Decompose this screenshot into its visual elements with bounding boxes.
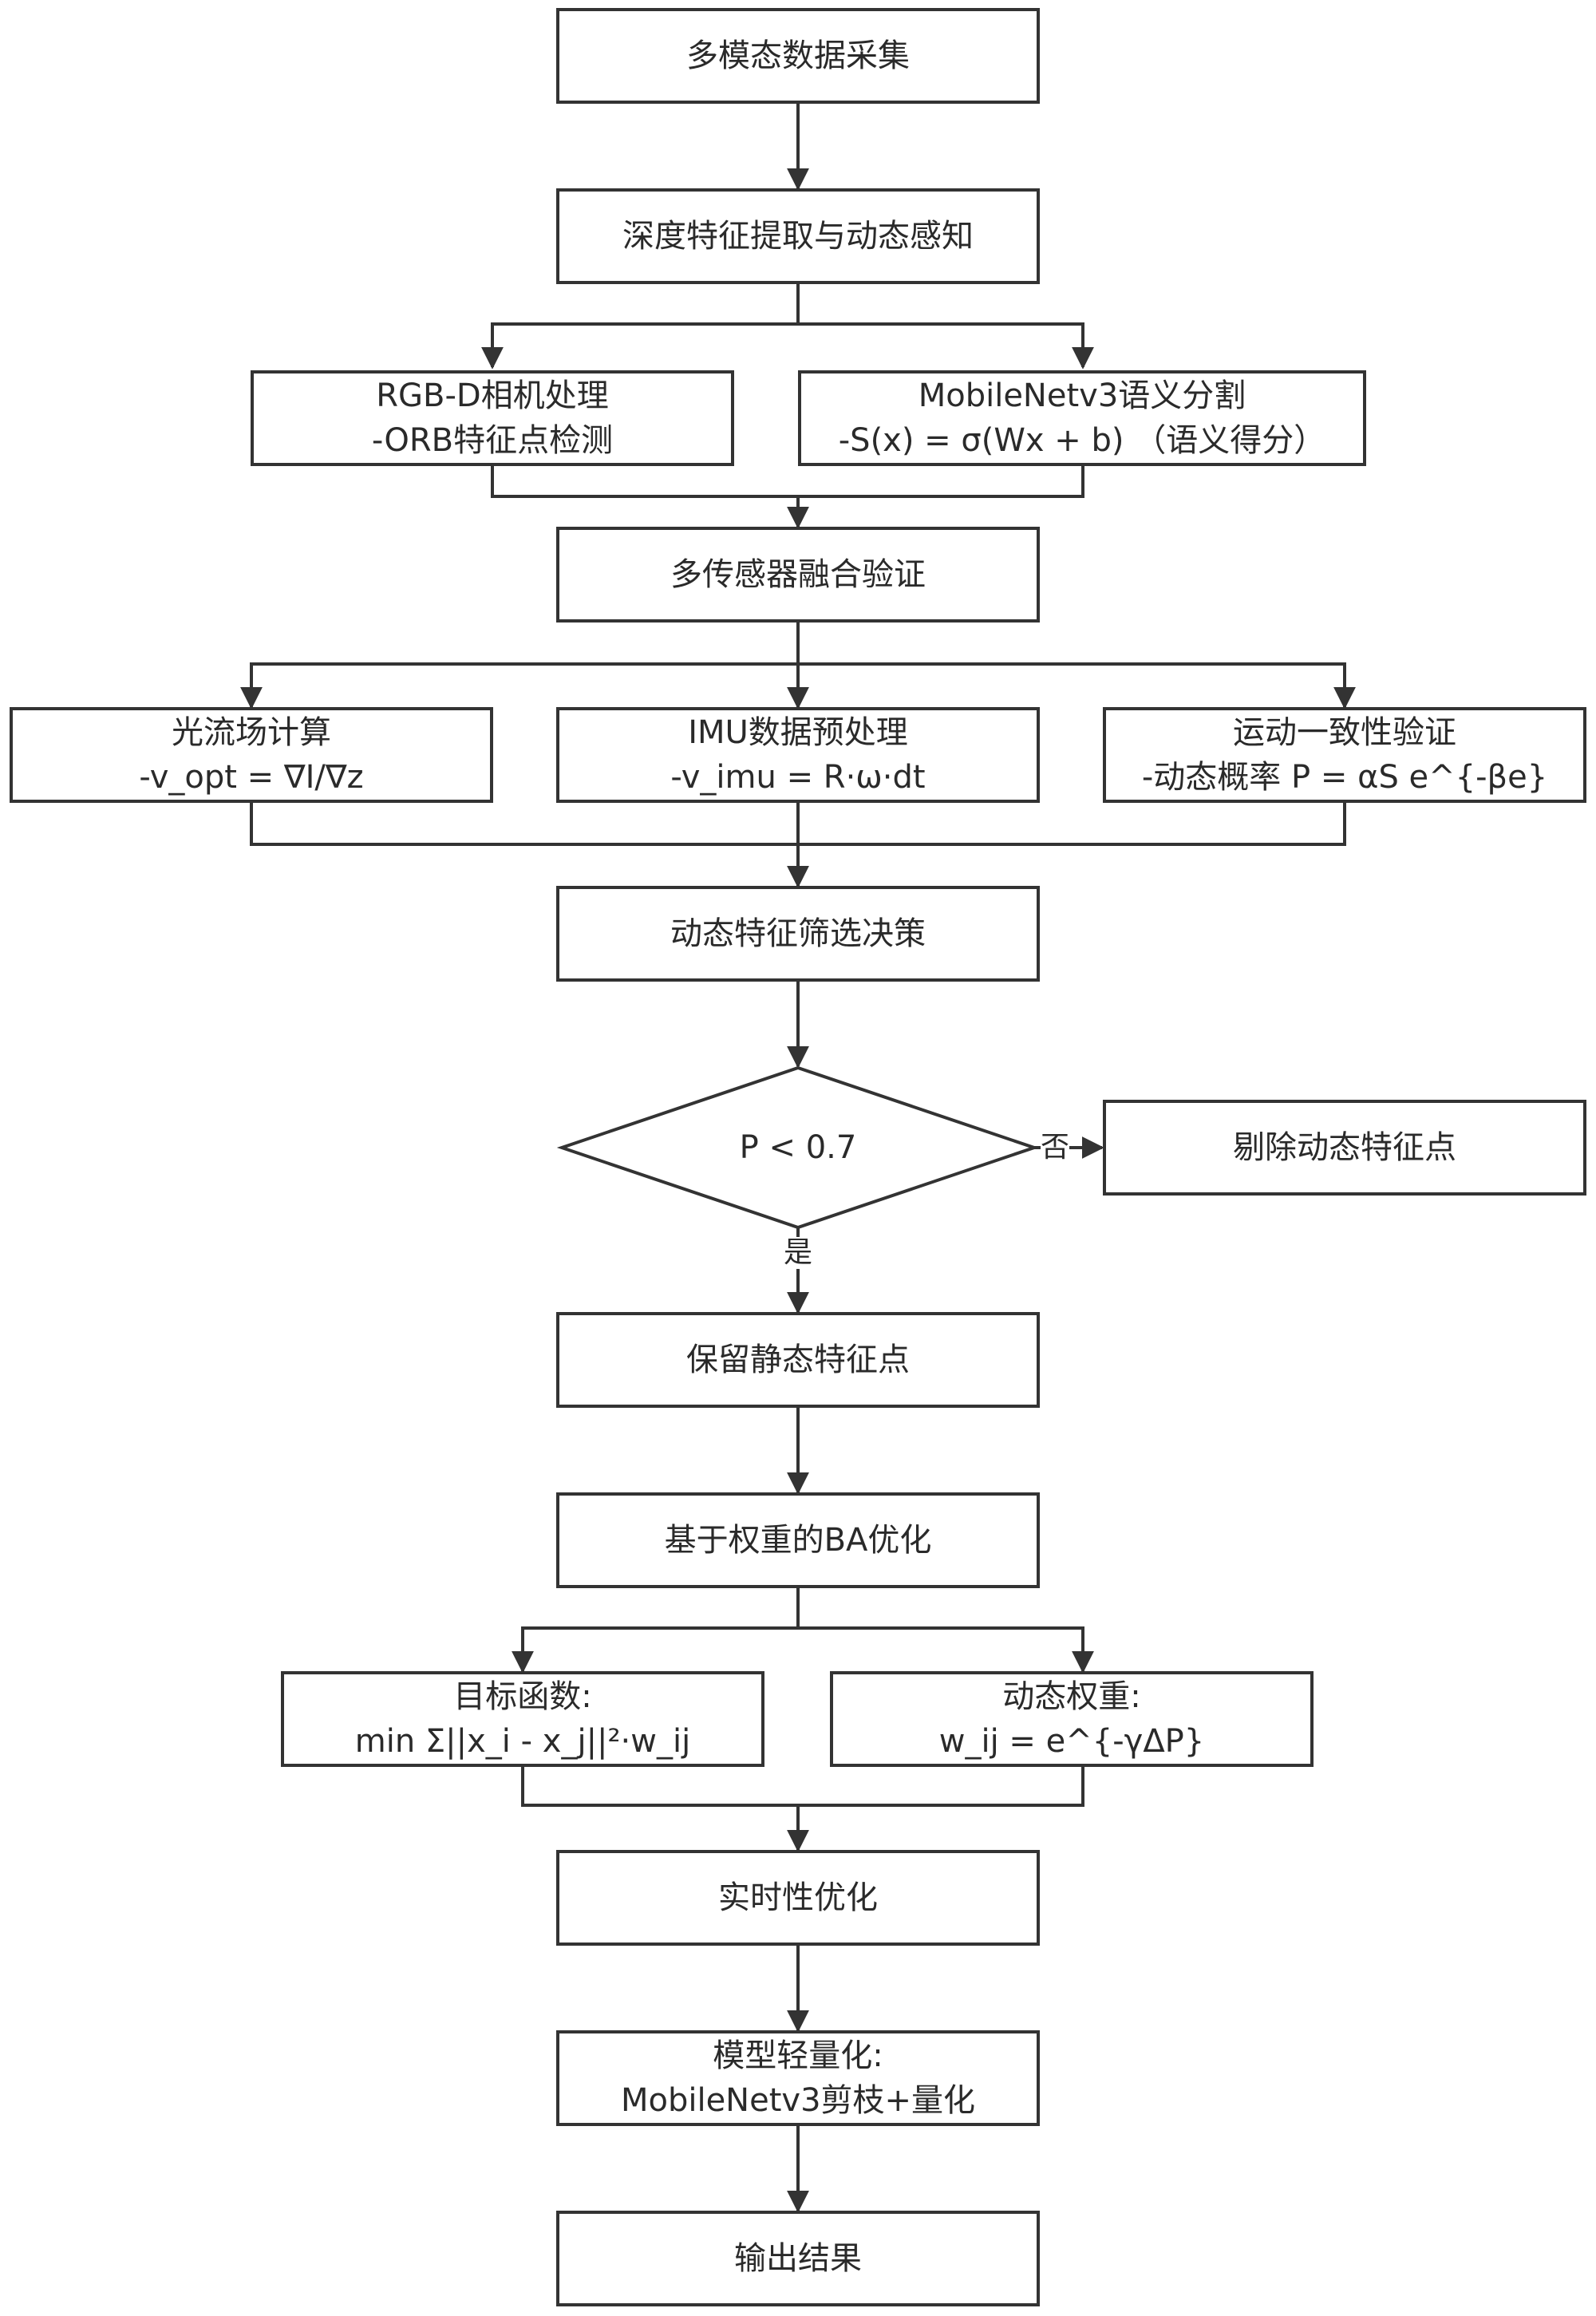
node-output: 输出结果 — [556, 2211, 1040, 2306]
edge-split-motion — [798, 662, 1356, 709]
node-collect: 多模态数据采集 — [556, 8, 1040, 104]
node-light: 模型轻量化: MobileNetv3剪枝+量化 — [556, 2030, 1040, 2126]
node-objective: 目标函数: min Σ||x_i - x_j||²·w_ij — [281, 1671, 764, 1767]
node-keep: 保留静态特征点 — [556, 1312, 1040, 1408]
node-rgbd: RGB-D相机处理 -ORB特征点检测 — [251, 370, 734, 466]
edge-label-no: 否 — [1041, 1131, 1070, 1164]
edge-split-optflow — [240, 662, 798, 709]
edge-split-weight — [798, 1626, 1094, 1674]
edge-label-yes: 是 — [784, 1236, 813, 1269]
edge-split-rgbd — [481, 322, 798, 370]
edge-rgbd-merge — [491, 466, 1084, 498]
node-weight: 动态权重: w_ij = e^{-γΔP} — [830, 1671, 1314, 1767]
node-decision: 动态特征筛选决策 — [556, 886, 1040, 982]
node-optflow: 光流场计算 -v_opt = ∇I/∇z — [10, 707, 493, 803]
node-realtime: 实时性优化 — [556, 1850, 1040, 1946]
decision-condition: P < 0.7 — [739, 1129, 857, 1166]
node-extract: 深度特征提取与动态感知 — [556, 188, 1040, 284]
node-remove: 剔除动态特征点 — [1103, 1100, 1586, 1196]
node-ba: 基于权重的BA优化 — [556, 1492, 1040, 1588]
edge-split-mobilenet — [798, 322, 1094, 370]
node-fusion: 多传感器融合验证 — [556, 527, 1040, 622]
node-imu: IMU数据预处理 -v_imu = R·ω·dt — [556, 707, 1040, 803]
node-motion: 运动一致性验证 -动态概率 P = αS e^{-βe} — [1103, 707, 1586, 803]
edge-objective-merge — [521, 1767, 1084, 1807]
decision-diamond-shape — [556, 1065, 1040, 1230]
node-mobilenet: MobileNetv3语义分割 -S(x) = σ(Wx + b) （语义得分） — [798, 370, 1366, 466]
edge-split-objective — [512, 1626, 798, 1674]
